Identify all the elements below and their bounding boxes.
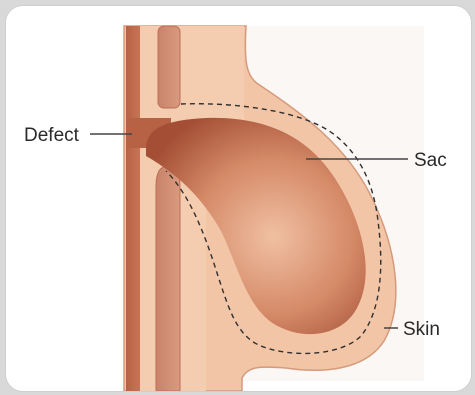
upper-inner-strip [158,26,180,108]
skin-label: Skin [403,319,440,340]
lower-inner-strip [156,166,180,391]
diagram-panel: Defect Sac Skin [5,5,472,392]
upper-wall [139,26,244,122]
sac-label: Sac [414,150,447,171]
canal-strip [126,26,140,391]
hernia-diagram: Defect Sac Skin [6,6,471,391]
defect-label: Defect [24,125,80,146]
